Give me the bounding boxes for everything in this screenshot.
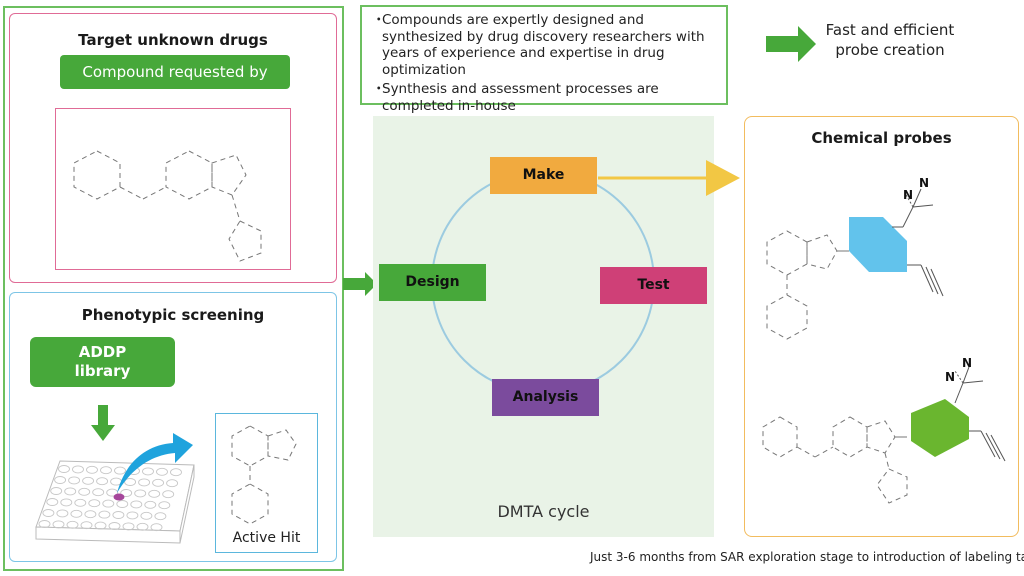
probe-1-n-label-1: N [903, 188, 913, 202]
chemical-probes-panel: Chemical probes N [744, 116, 1019, 537]
probe-2-molecule-icon: N N [762, 356, 1006, 504]
well-icon [94, 521, 107, 530]
well-icon [152, 478, 165, 487]
stage-test: Test [600, 267, 707, 304]
well-icon [166, 479, 179, 488]
bullet-marker: ・ [372, 12, 386, 28]
active-hit-molecule-icon [231, 425, 297, 525]
well-plate-icon [35, 460, 195, 544]
well-icon [92, 488, 105, 497]
well-icon [126, 511, 139, 520]
phenotypic-screening-panel: Phenotypic screening ADDP library Active [9, 292, 337, 562]
well-icon [114, 466, 126, 475]
probe-1-molecule-icon: N N [766, 176, 944, 340]
well-icon [42, 509, 55, 517]
well-icon [74, 498, 87, 507]
dmta-cycle-panel: Make Design Test Analysis DMTA cycle [373, 116, 714, 537]
input-arrow-icon [343, 272, 377, 296]
well-icon [150, 523, 163, 532]
well-icon [122, 522, 135, 531]
well-icon [170, 468, 182, 477]
probe-2-n-label-1: N [945, 370, 955, 384]
well-icon [46, 498, 59, 506]
addp-library-badge: ADDP library [30, 337, 175, 387]
well-icon [100, 466, 112, 475]
curved-arrow-icon [117, 433, 193, 493]
well-icon [80, 521, 93, 530]
well-icon [134, 489, 147, 498]
outcome-arrow-icon [766, 26, 816, 62]
client-compound-structure [55, 108, 291, 270]
well-icon [96, 477, 109, 486]
well-icon [38, 520, 51, 528]
stage-design: Design [379, 264, 486, 301]
well-icon [82, 476, 95, 485]
well-icon [156, 467, 168, 476]
chemical-probes-drawing: N N [762, 176, 1006, 504]
probe-1-n-label-2: N [919, 176, 929, 190]
well-icon [144, 500, 157, 509]
well-icon [102, 499, 115, 508]
well-icon [140, 511, 153, 520]
well-icon [138, 478, 151, 487]
dmta-cycle-label: DMTA cycle [497, 502, 590, 521]
info-box: ・ Compounds are expertly designed and sy… [360, 5, 728, 114]
info-bullet-text: Synthesis and assessment processes are c… [382, 81, 659, 114]
active-hit-box: Active Hit [215, 413, 318, 553]
well-icon [112, 511, 125, 519]
well-icon [106, 488, 119, 497]
addp-library-line2: library [74, 362, 131, 380]
well-icon [86, 465, 98, 474]
bullet-marker: ・ [372, 81, 386, 97]
outcome-line1: Fast and efficient [825, 21, 955, 39]
footer-note: Just 3-6 months from SAR exploration sta… [590, 550, 1024, 564]
info-bullet: ・ Compounds are expertly designed and sy… [372, 12, 720, 78]
stage-make: Make [490, 157, 597, 194]
active-well-icon [113, 493, 125, 501]
well-icon [88, 499, 101, 508]
well-icon [136, 522, 149, 531]
well-icon [50, 487, 63, 495]
probes-panel-title: Chemical probes [811, 129, 952, 147]
well-icon [148, 489, 161, 498]
well-icon [58, 465, 70, 473]
addp-library-line1: ADDP [78, 343, 127, 361]
well-icon [124, 478, 137, 486]
well-icon [66, 520, 79, 529]
well-icon [64, 487, 77, 496]
well-icon [120, 489, 133, 497]
well-icon [84, 510, 97, 519]
well-icon [68, 476, 81, 485]
well-icon [154, 512, 167, 521]
target-unknown-drugs-panel: Target unknown drugs Compound requested … [9, 13, 337, 283]
pheno-panel-title: Phenotypic screening [81, 306, 265, 324]
info-bullet: ・ Synthesis and assessment processes are… [372, 81, 720, 114]
make-to-probes-arrow-icon [598, 160, 740, 196]
well-icon [116, 500, 129, 508]
info-bullet-text: Compounds are expertly designed and synt… [382, 12, 705, 78]
client-compound-molecule-icon [73, 150, 262, 262]
well-icon [130, 500, 143, 509]
well-icon [108, 522, 121, 530]
well-icon [56, 509, 69, 518]
well-icon [98, 510, 111, 519]
compound-requested-badge: Compound requested by client [60, 55, 290, 115]
down-arrow-icon [91, 405, 115, 441]
outcome-line2: probe creation [835, 41, 945, 59]
target-panel-title: Target unknown drugs [78, 31, 268, 49]
probe-2-n-label-2: N [962, 356, 972, 370]
well-icon [78, 487, 91, 496]
well-icon [60, 498, 73, 507]
well-icon [142, 467, 154, 476]
well-icon [158, 501, 171, 510]
active-hit-label: Active Hit [232, 530, 301, 546]
well-icon [54, 476, 67, 484]
stage-analysis: Analysis [492, 379, 599, 416]
outcome-text: Fast and efficient probe creation [815, 20, 965, 60]
well-icon [72, 465, 84, 474]
well-icon [70, 509, 83, 518]
well-icon [52, 520, 65, 529]
well-icon [162, 490, 175, 499]
